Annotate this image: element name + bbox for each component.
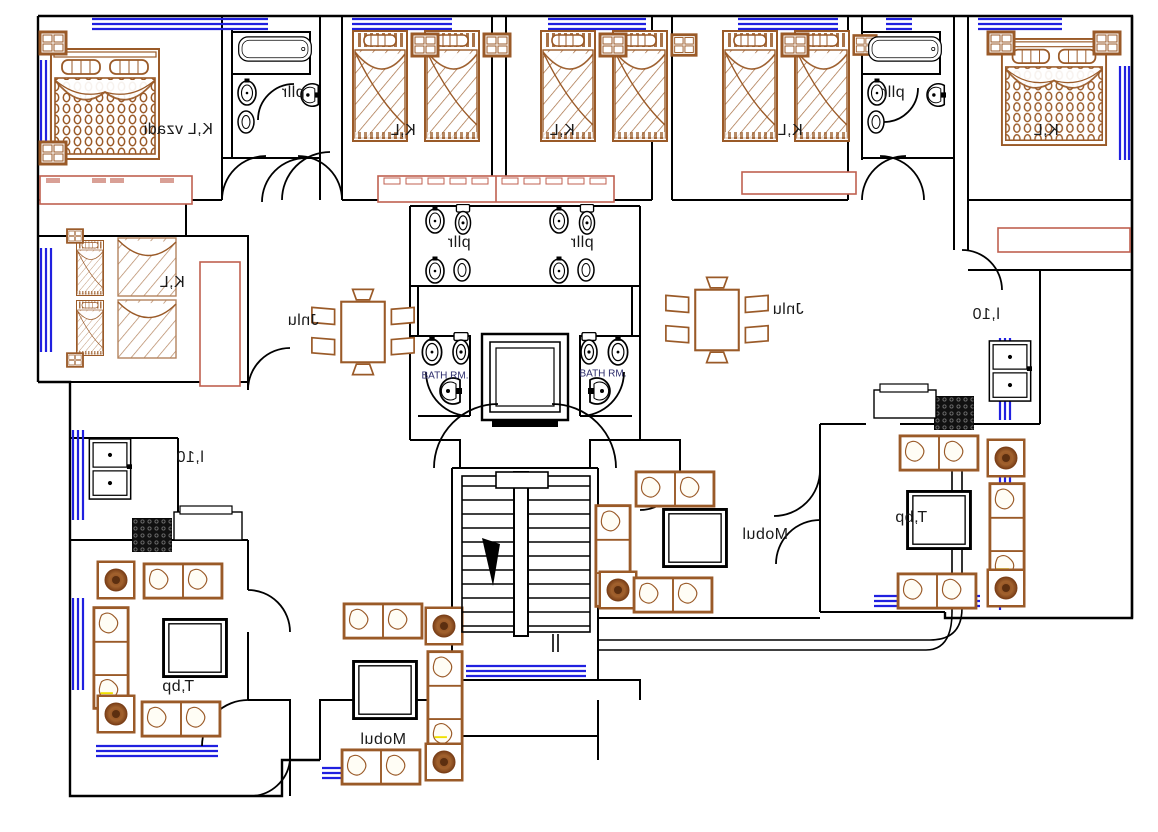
bedroom-twin-3 (540, 30, 698, 142)
stair-direction-arrow (482, 538, 500, 586)
living-room-right (895, 434, 1026, 610)
bedroom-twin-4 (722, 30, 878, 142)
living-room-left (92, 560, 228, 738)
kitchen-left (88, 438, 243, 552)
bathroom-top-left (237, 36, 320, 134)
bathroom-top-right (867, 36, 946, 134)
bedroom-twin-left (65, 228, 177, 368)
bathroom-core-left (421, 332, 470, 405)
lounge-center-right (594, 470, 728, 614)
bathroom-mid-left (425, 204, 472, 284)
kitchen-right (873, 340, 1032, 430)
bathroom-mid-right (549, 204, 596, 284)
bathroom-core-right (580, 332, 629, 405)
dining-set-right (664, 276, 770, 364)
lounge-bottom-center (339, 602, 464, 786)
counters (39, 171, 1131, 387)
staircase (461, 471, 591, 652)
bedroom-twin-2 (352, 30, 512, 142)
bedroom-master-left (38, 30, 160, 166)
bedroom-master-right (986, 30, 1122, 146)
dining-set-left (310, 288, 416, 376)
